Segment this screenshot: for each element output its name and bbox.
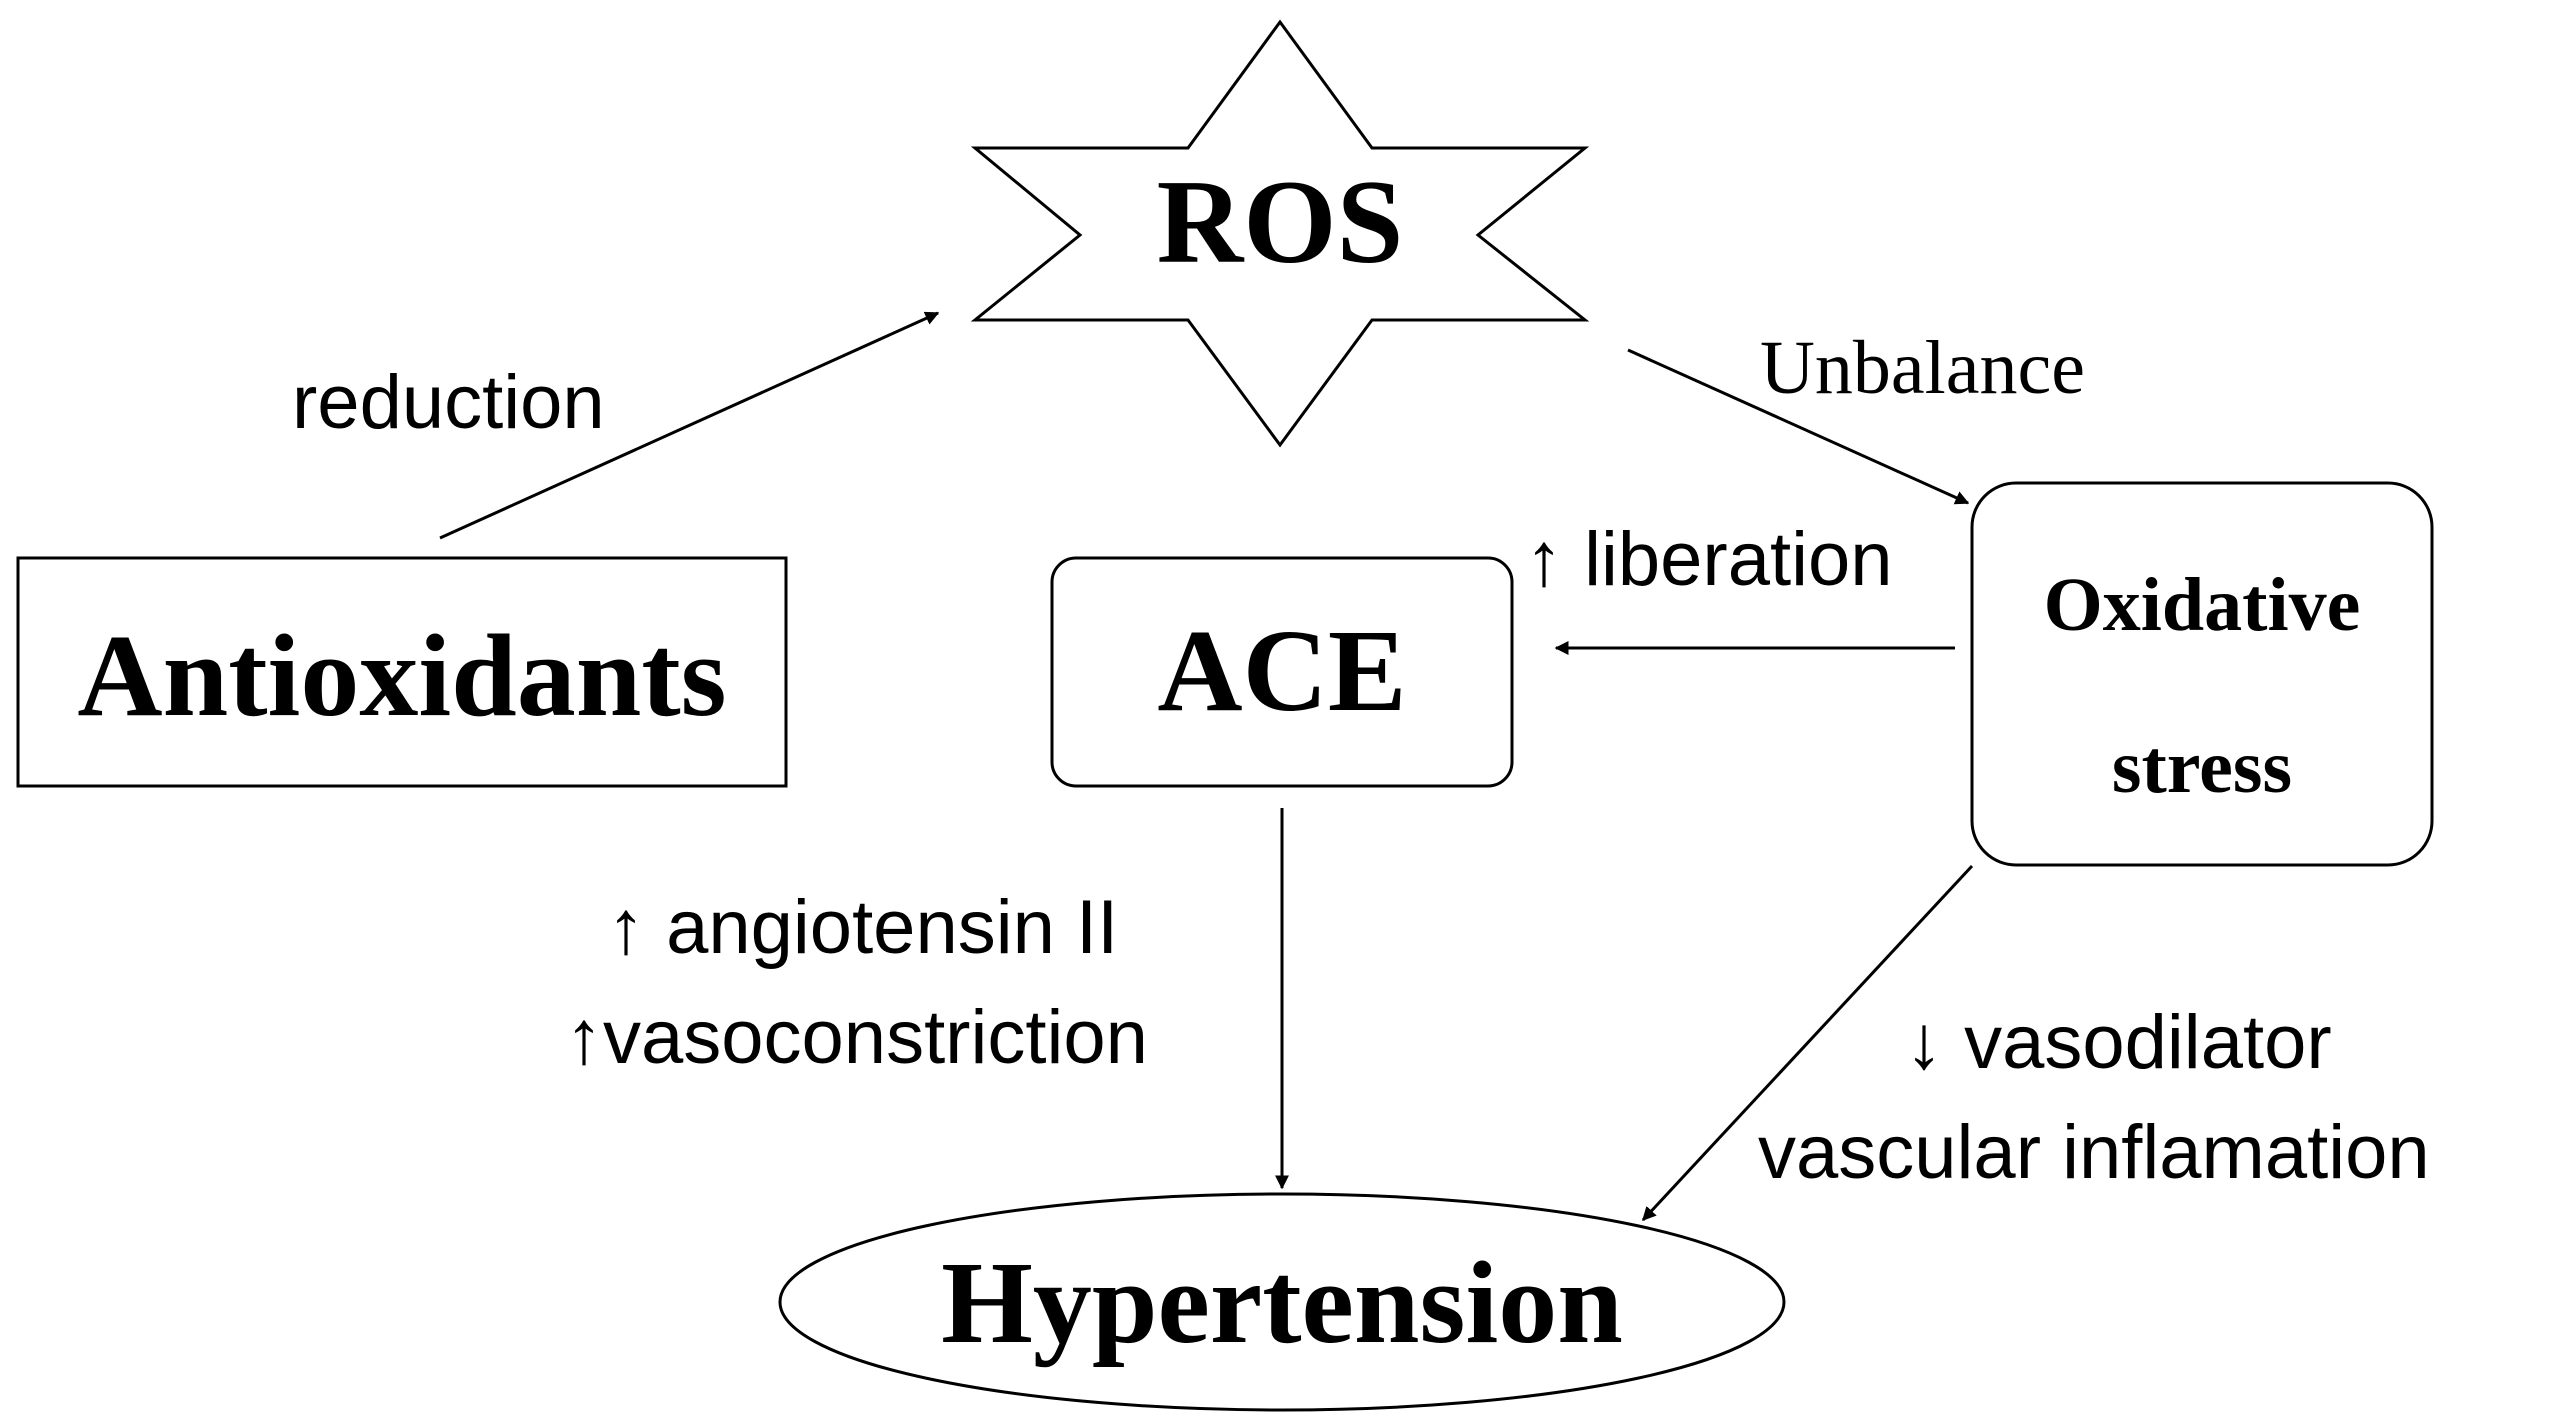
ace-box (1050, 556, 1514, 788)
antioxidants-label: Antioxidants (77, 610, 726, 741)
antioxidants-node: Antioxidants (16, 556, 788, 788)
ros-node: ROS (970, 19, 1590, 448)
hypertension-ellipse (778, 1192, 1786, 1412)
oxidative-stress-label-line2: stress (2112, 725, 2292, 809)
ace-node: ACE (1050, 556, 1514, 788)
arrow-antioxidants-to-ros (439, 311, 940, 540)
hypertension-label: Hypertension (941, 1237, 1623, 1368)
edge-label-unbalance: Unbalance (1760, 326, 2085, 410)
ros-label: ROS (1157, 155, 1404, 288)
antioxidants-box (16, 556, 788, 788)
edge-label-reduction: reduction (292, 360, 605, 445)
oxidative-stress-label-line1: Oxidative (2044, 563, 2361, 647)
arrow-oxidative-stress-to-hypertension (1641, 864, 1974, 1222)
edge-label-vascular-inflamation: vascular inflamation (1758, 1110, 2430, 1195)
arrow-ros-to-oxidative-stress (1627, 348, 1970, 505)
ace-label: ACE (1157, 605, 1406, 736)
edge-label-angiotensin: ↑ angiotensin II (607, 885, 1118, 970)
oxidative-stress-node: Oxidative stress (1970, 481, 2434, 867)
edge-label-liberation: ↑ liberation (1525, 517, 1893, 602)
edge-label-vasoconstriction: ↑vasoconstriction (565, 995, 1148, 1080)
oxidative-stress-box (1970, 481, 2434, 867)
hypertension-node: Hypertension (778, 1192, 1786, 1412)
ros-star-shape (970, 19, 1590, 448)
edge-label-vasodilator: ↓ vasodilator (1905, 1000, 2332, 1085)
